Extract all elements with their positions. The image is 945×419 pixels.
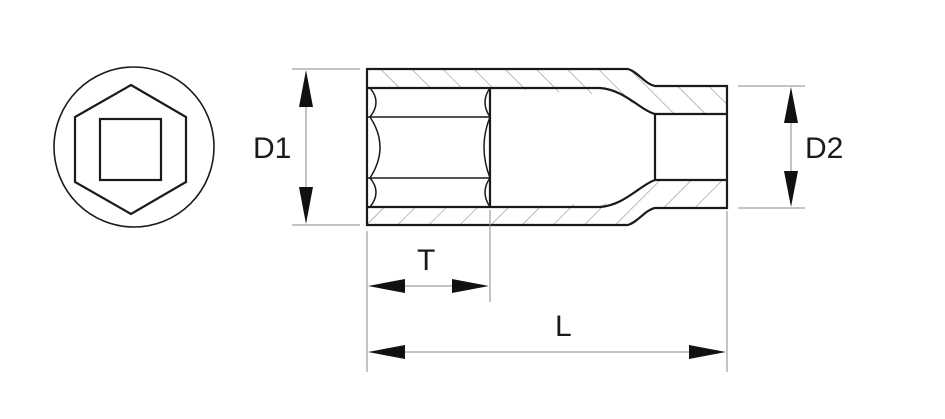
dimension-l: L	[368, 211, 728, 372]
dimension-t: T	[366, 210, 491, 372]
t-label: T	[417, 244, 435, 277]
section-view	[365, 67, 729, 227]
dimension-d2: D2	[738, 85, 843, 209]
hex-arcs-right	[483, 87, 491, 208]
d1-label: D1	[253, 132, 291, 165]
dimension-d1: D1	[253, 68, 360, 226]
outer-outline	[365, 67, 729, 227]
end-view	[53, 66, 215, 228]
square-drive-icon	[98, 117, 163, 182]
d2-label: D2	[805, 132, 843, 165]
inner-bore-top	[367, 86, 727, 116]
l-label: L	[555, 310, 572, 343]
hex-arcs-left	[369, 87, 381, 208]
inner-bore-bottom	[367, 178, 727, 209]
outer-circle-icon	[53, 66, 215, 228]
hexagon-icon	[73, 83, 188, 216]
bottom-wall-hatch	[367, 180, 727, 225]
top-wall-hatch	[367, 69, 727, 114]
